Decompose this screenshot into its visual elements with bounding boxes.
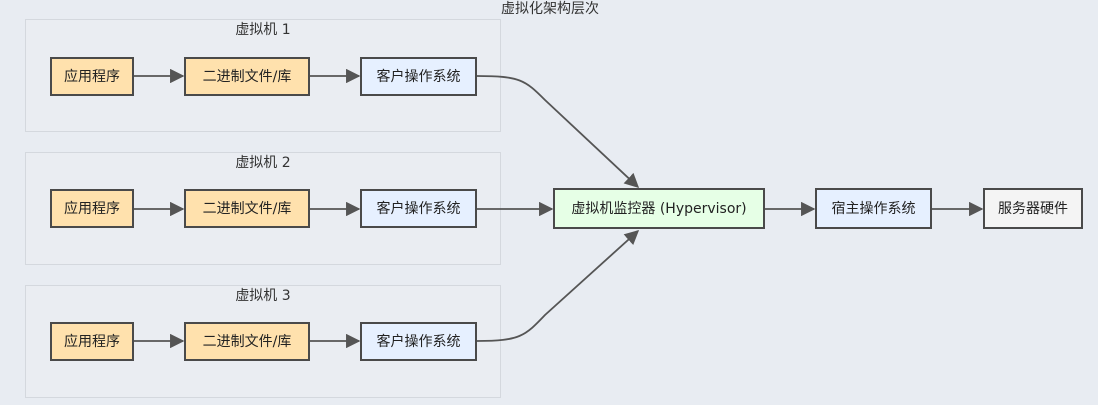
vm3-app-node[interactable]: 应用程序 [50, 322, 134, 361]
server-hardware-node[interactable]: 服务器硬件 [983, 188, 1083, 229]
vm-group-3-label: 虚拟机 3 [235, 288, 291, 304]
vm-group-1-label: 虚拟机 1 [235, 22, 291, 38]
vm3-lib-node[interactable]: 二进制文件/库 [184, 322, 310, 361]
vm1-guest-os-node[interactable]: 客户操作系统 [360, 57, 477, 96]
edge-vm1-os-to-hypervisor [476, 75, 640, 188]
vm2-guest-os-node[interactable]: 客户操作系统 [360, 189, 477, 228]
vm1-lib-node[interactable]: 二进制文件/库 [184, 57, 310, 96]
hypervisor-node[interactable]: 虚拟机监控器 (Hypervisor) [553, 188, 765, 229]
edge-vm3-os-to-hypervisor [476, 230, 640, 342]
vm2-app-node[interactable]: 应用程序 [50, 189, 134, 228]
vm1-app-node[interactable]: 应用程序 [50, 57, 134, 96]
vm3-guest-os-node[interactable]: 客户操作系统 [360, 322, 477, 361]
vm2-lib-node[interactable]: 二进制文件/库 [184, 189, 310, 228]
host-os-node[interactable]: 宿主操作系统 [815, 188, 932, 229]
diagram-title: 虚拟化架构层次 [501, 1, 599, 17]
vm-group-2-label: 虚拟机 2 [235, 155, 291, 171]
